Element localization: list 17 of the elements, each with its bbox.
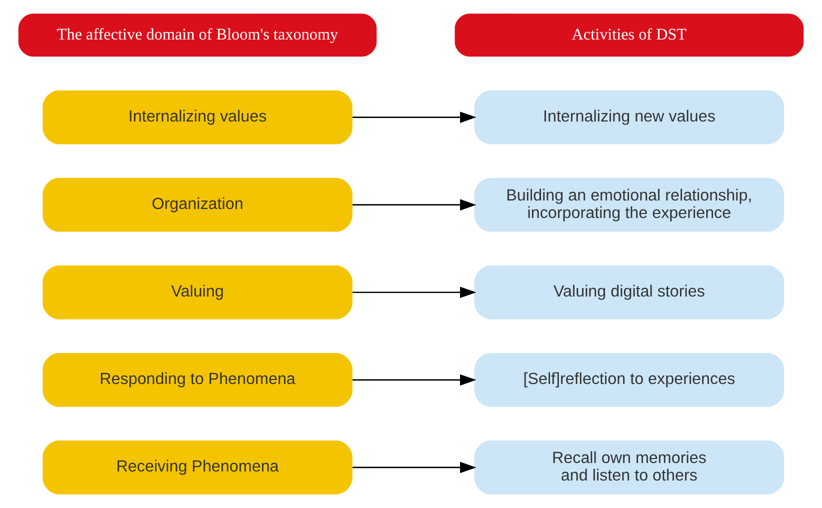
arrow <box>352 462 476 474</box>
node-box: Recall own memories and listen to others <box>474 440 784 494</box>
node-box: Internalizing values <box>42 90 352 144</box>
node-box: Responding to Phenomena <box>42 353 352 407</box>
node-box: Organization <box>42 178 352 232</box>
arrow <box>352 112 476 123</box>
arrow <box>352 286 476 298</box>
arrow <box>352 374 476 386</box>
node-box: Valuing digital stories <box>474 265 784 320</box>
node-box: Valuing <box>42 265 352 320</box>
node-box: The affective domain of Bloom's taxonomy <box>18 14 377 57</box>
node-box: Internalizing new values <box>474 90 784 144</box>
arrow <box>352 199 476 210</box>
node-box: Receiving Phenomena <box>42 440 352 494</box>
node-box: [Self]reflection to experiences <box>474 353 784 407</box>
node-box: Building an emotional relationship, incorporating the experience <box>474 178 784 232</box>
node-box: Activities of DST <box>454 14 804 57</box>
